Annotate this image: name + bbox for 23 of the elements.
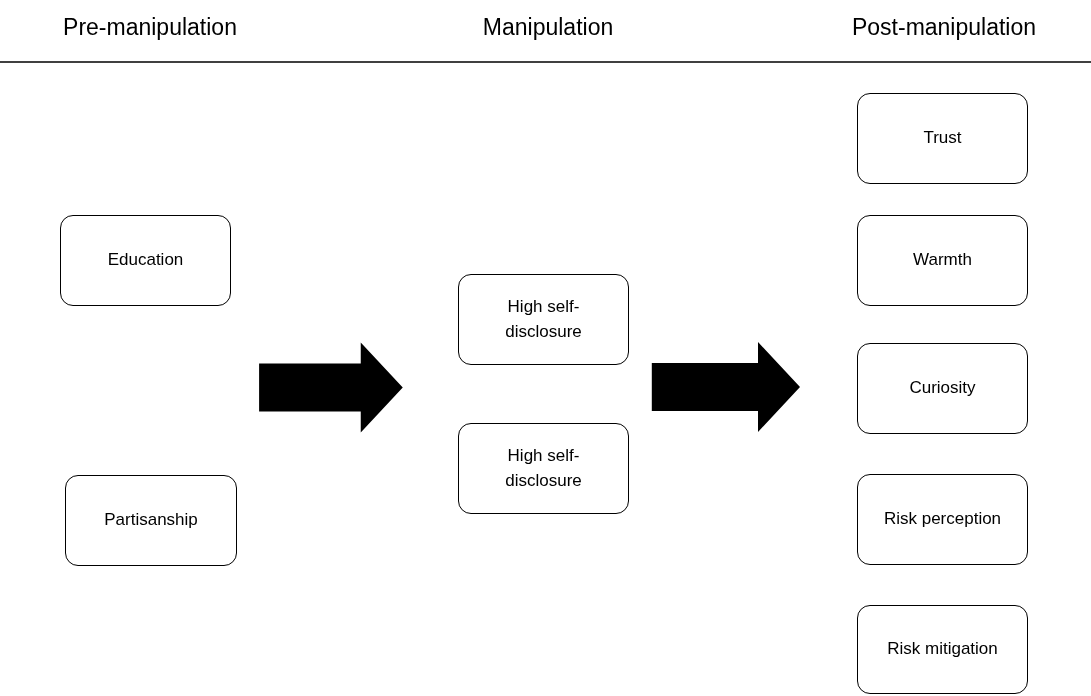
rounded-box <box>857 93 1028 184</box>
column-heading: Pre-manipulation <box>63 14 237 41</box>
block-arrow <box>259 342 403 433</box>
rounded-box <box>458 274 629 365</box>
rounded-box <box>857 474 1028 565</box>
rounded-box <box>458 423 629 514</box>
rounded-box <box>60 215 231 306</box>
box-label: Risk perception <box>883 508 1002 531</box>
column-heading: Manipulation <box>482 14 614 41</box>
box-label: Education <box>107 249 184 272</box>
rounded-box <box>857 215 1028 306</box>
block-arrow <box>651 342 800 432</box>
rounded-box <box>857 605 1028 694</box>
rounded-box <box>857 343 1028 434</box>
box-label: Trust <box>923 127 962 150</box>
box-label: Curiosity <box>909 377 976 400</box>
box-label: High self-disclosure <box>504 444 583 492</box>
box-label: Risk mitigation <box>887 638 998 661</box>
box-label: Partisanship <box>104 509 198 532</box>
box-label: Warmth <box>913 249 972 272</box>
box-label: High self-disclosure <box>504 295 583 343</box>
rounded-box <box>65 475 237 566</box>
column-heading: Post-manipulation <box>851 14 1037 41</box>
